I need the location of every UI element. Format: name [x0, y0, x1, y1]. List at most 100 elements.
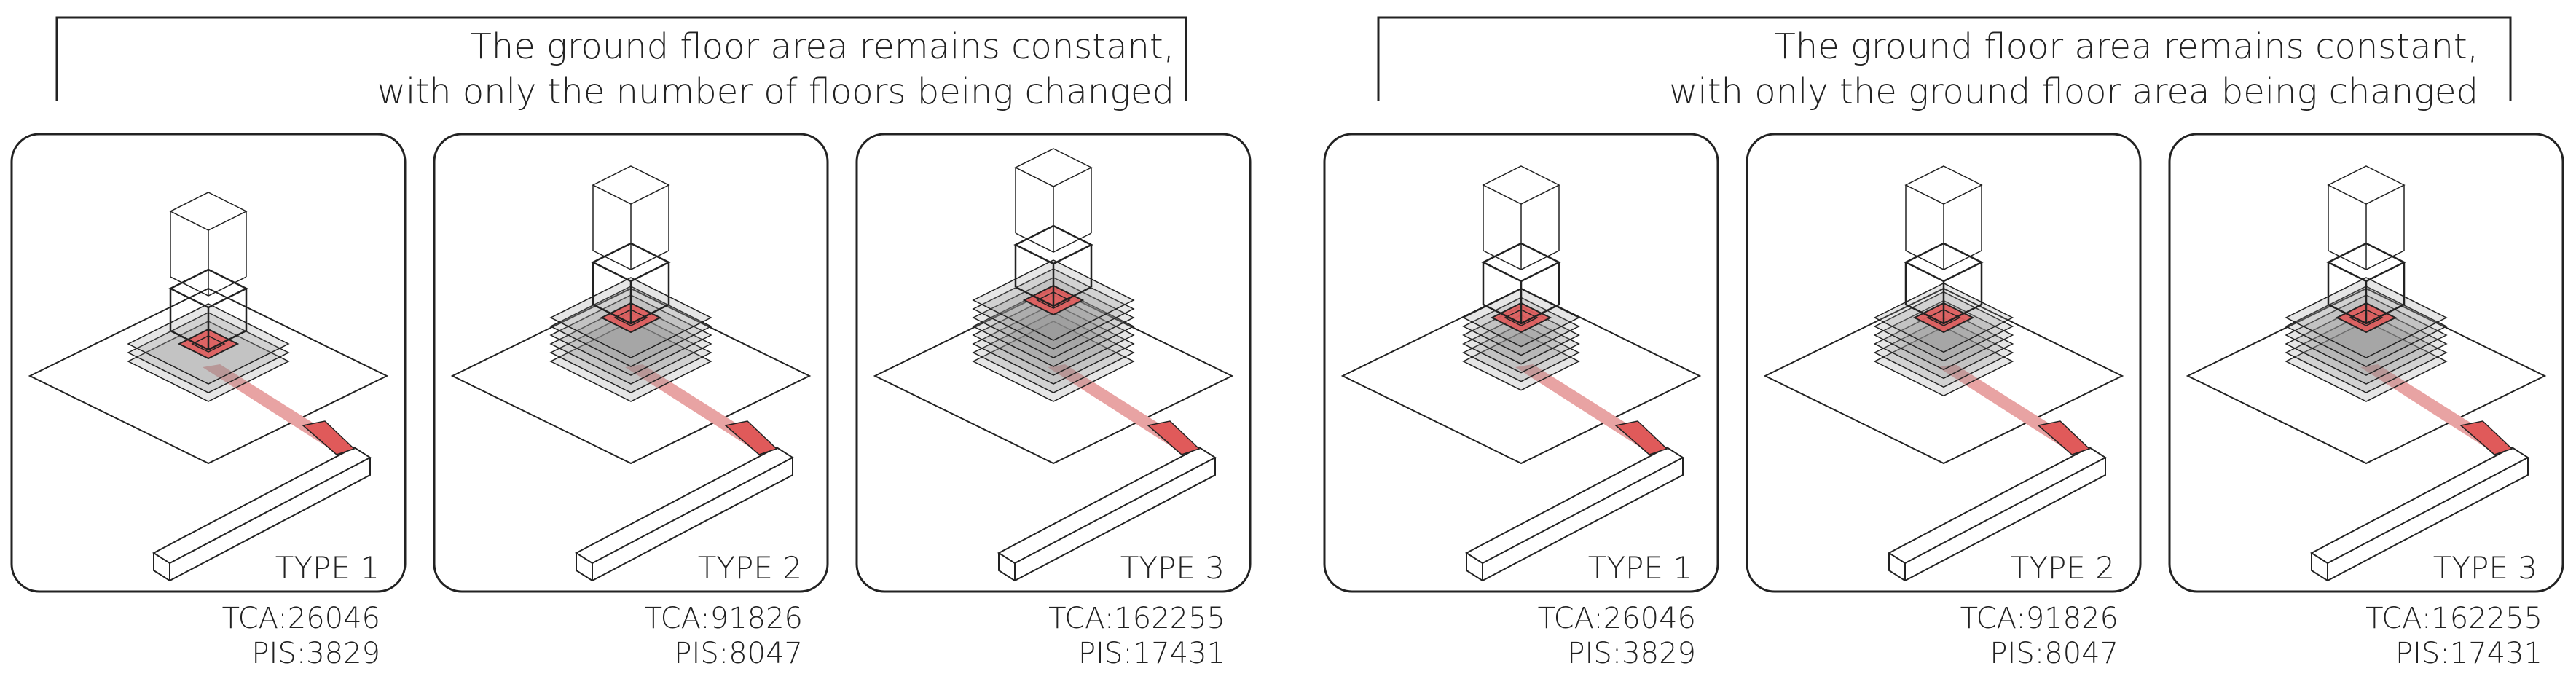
tower-upper: [1482, 165, 1560, 270]
tower-upper: [169, 192, 248, 297]
group-1-bracket: [55, 16, 1187, 101]
stats-g1-type1: TCA:26046 PIS:3829: [222, 602, 380, 670]
panel-frame: [2168, 133, 2564, 593]
tower-lower: [2326, 242, 2406, 325]
core-inner: [1504, 309, 1539, 326]
pis-value: PIS:8047: [674, 637, 803, 670]
bar-top: [997, 446, 1217, 565]
bar-top: [1888, 446, 2107, 565]
group-2-header: The ground floor area remains constant, …: [1377, 16, 2512, 112]
panel-g1-type2: TYPE 2: [433, 133, 829, 593]
panel-type-label: TYPE 1: [275, 550, 380, 586]
floor-slab: [549, 294, 712, 376]
pis-value: PIS:3829: [1567, 637, 1696, 670]
bar-top: [152, 446, 372, 565]
service-bar: [2310, 446, 2529, 582]
prism-top: [1482, 165, 1560, 205]
prism-top: [1014, 148, 1093, 187]
bar-top: [575, 446, 794, 565]
group-2-bracket: [1377, 16, 2512, 101]
corridor-end: [1147, 420, 1201, 455]
panel-frame: [433, 133, 829, 593]
tower-lower: [1481, 242, 1561, 325]
group-2-header-line2: with only the ground floor area being ch…: [1669, 71, 2478, 112]
tower-upper: [1904, 165, 1983, 270]
panel-frame: [855, 133, 1252, 593]
core-inner: [191, 335, 226, 353]
core-inner: [613, 309, 648, 326]
service-bar: [1465, 446, 1684, 582]
stats-g2-type3: TCA:162255 PIS:17431: [2365, 602, 2542, 670]
prism-top: [592, 165, 670, 205]
prism-top: [1904, 165, 1983, 205]
panel-frame: [10, 133, 407, 593]
prism-top: [169, 192, 248, 231]
panel-type-label: TYPE 3: [2433, 550, 2537, 586]
site-plane: [450, 287, 812, 465]
axonometric-drawing: [2186, 165, 2547, 582]
group-1-header-line1: The ground floor area remains constant,: [470, 26, 1174, 67]
site-plane: [1763, 287, 2124, 465]
corridor-end: [724, 420, 778, 455]
floor-stack: [1462, 288, 1580, 391]
prism-top: [2327, 165, 2406, 205]
tower-lower: [591, 242, 671, 325]
tower-lower: [168, 268, 248, 351]
group-1-header: The ground floor area remains constant, …: [55, 16, 1187, 112]
stats-g1-type3: TCA:162255 PIS:17431: [1048, 602, 1225, 670]
bar-top: [2310, 446, 2529, 565]
panel-g1-type1: TYPE 1: [10, 133, 407, 593]
tower-lower: [1013, 224, 1093, 307]
site-plane: [2186, 287, 2547, 465]
corridor-end: [2037, 420, 2091, 455]
floor-slab: [1873, 308, 2014, 380]
panel-g2-type1: TYPE 1: [1323, 133, 1719, 593]
floor-slab: [1462, 323, 1580, 382]
axonometric-drawing: [1763, 165, 2124, 582]
corridor-end: [1614, 420, 1668, 455]
pis-value: PIS:8047: [1990, 637, 2118, 670]
floor-stack: [972, 259, 1135, 402]
floor-stack: [549, 277, 712, 402]
tower-upper: [592, 165, 670, 270]
panel-g2-type3: TYPE 3: [2168, 133, 2564, 593]
floor-slab: [972, 277, 1135, 358]
stats-g2-type2: TCA:91826 PIS:8047: [1960, 602, 2118, 670]
tower-upper: [2327, 165, 2406, 270]
axonometric-drawing: [1340, 165, 1702, 582]
pis-value: PIS:17431: [2395, 637, 2542, 670]
site-plane: [1340, 287, 1702, 465]
group-1-header-line2: with only the number of floors being cha…: [377, 71, 1174, 112]
core-inner: [1926, 309, 1961, 326]
stats-g1-type2: TCA:91826 PIS:8047: [645, 602, 803, 670]
panel-type-label: TYPE 3: [1120, 550, 1225, 586]
service-bar: [997, 446, 1217, 582]
floor-slab: [1462, 331, 1580, 391]
panel-frame: [1323, 133, 1719, 593]
floor-slab: [1462, 305, 1580, 365]
pis-value: PIS:3829: [251, 637, 380, 670]
tca-value: TCA:162255: [2365, 602, 2542, 635]
tca-value: TCA:91826: [645, 602, 803, 635]
tca-value: TCA:91826: [1960, 602, 2118, 635]
corridor-end: [302, 420, 356, 455]
axonometric-drawing: [450, 165, 812, 582]
floor-slab: [1462, 314, 1580, 374]
floor-slab: [2285, 294, 2448, 376]
service-bar: [152, 446, 372, 582]
pis-value: PIS:17431: [1078, 637, 1225, 670]
panel-g1-type3: TYPE 3: [855, 133, 1252, 593]
tca-value: TCA:162255: [1048, 602, 1225, 635]
panel-type-label: TYPE 1: [1588, 550, 1692, 586]
axonometric-drawing: [28, 192, 389, 582]
group-2-header-line1: The ground floor area remains constant,: [1774, 26, 2478, 67]
bar-top: [1465, 446, 1684, 565]
stats-g2-type1: TCA:26046 PIS:3829: [1538, 602, 1696, 670]
core-inner: [2349, 309, 2384, 326]
floor-slab: [127, 321, 290, 402]
service-bar: [1888, 446, 2107, 582]
corridor-end: [2459, 420, 2513, 455]
tca-value: TCA:26046: [222, 602, 380, 635]
panel-type-label: TYPE 2: [2011, 550, 2115, 586]
